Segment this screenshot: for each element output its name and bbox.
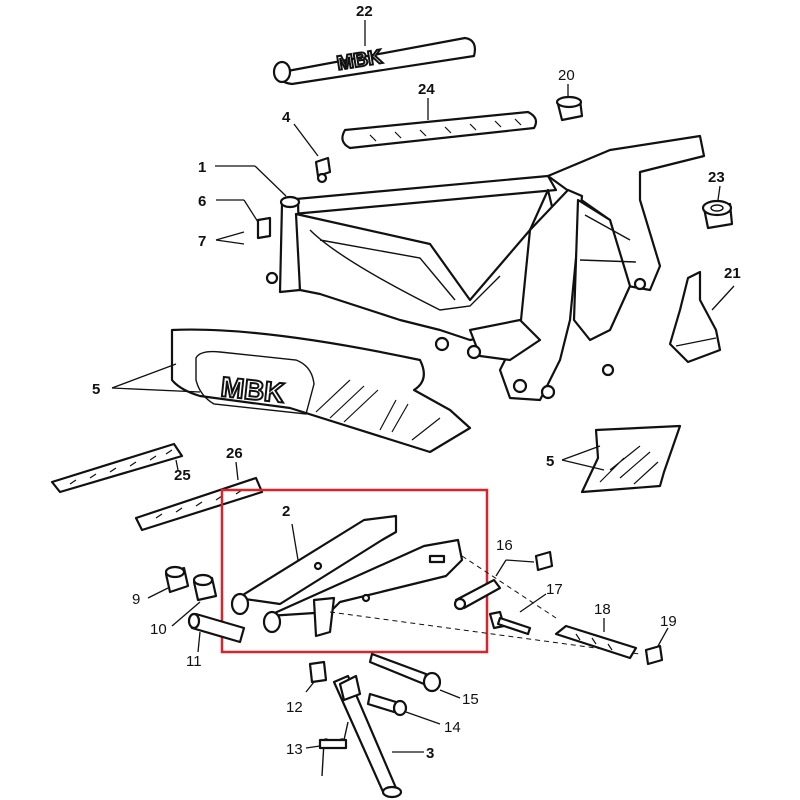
callout-12: 12: [286, 699, 303, 716]
part-15-long-bolt[interactable]: [368, 652, 442, 693]
part-21-side-plate[interactable]: [668, 270, 722, 364]
part-22-tube-cover[interactable]: MBK: [272, 36, 477, 86]
part-4-bolt[interactable]: [314, 156, 332, 184]
part-9-bushing[interactable]: [164, 565, 190, 594]
part-3-side-stand[interactable]: [332, 674, 403, 799]
callout-5-left: 5: [92, 381, 100, 398]
callout-14: 14: [444, 719, 461, 736]
part-20-cap[interactable]: [555, 95, 584, 122]
part-26-strap[interactable]: [134, 476, 264, 532]
callout-4: 4: [282, 109, 291, 126]
callout-15: 15: [462, 691, 479, 708]
part-23-bushing[interactable]: [701, 199, 734, 230]
part-6-bracket[interactable]: [256, 216, 272, 240]
callout-2: 2: [282, 503, 290, 520]
part-17-bolt[interactable]: [488, 610, 532, 636]
brand-text-cover: MBK: [219, 371, 286, 408]
callout-3: 3: [426, 745, 434, 762]
callout-13: 13: [286, 741, 303, 758]
highlight-box: [220, 488, 489, 654]
callout-6: 6: [198, 193, 206, 210]
part-10-bushing[interactable]: [192, 573, 218, 602]
callout-16: 16: [496, 537, 513, 554]
callout-10: 10: [150, 621, 167, 638]
part-24-padding-tube[interactable]: [341, 110, 538, 150]
callout-25: 25: [174, 467, 191, 484]
part-18-chain-guide[interactable]: [554, 624, 638, 660]
part-2-swingarm[interactable]: [230, 514, 464, 638]
callout-21: 21: [724, 265, 741, 282]
callout-23: 23: [708, 169, 725, 186]
callout-9: 9: [132, 591, 140, 608]
part-25-strap[interactable]: [50, 442, 184, 494]
part-14-short-bolt[interactable]: [366, 692, 408, 717]
part-13-spring[interactable]: [318, 721, 349, 777]
callout-11: 11: [186, 653, 202, 670]
callout-1: 1: [198, 159, 206, 176]
part-12-nut[interactable]: [308, 660, 328, 684]
callout-20: 20: [558, 67, 575, 84]
part-1-main-frame[interactable]: [265, 134, 706, 402]
callout-18: 18: [594, 601, 611, 618]
part-5-side-cover-left[interactable]: MBK: [170, 328, 472, 454]
callout-7: 7: [198, 233, 206, 250]
callout-19: 19: [660, 613, 677, 630]
callout-17: 17: [546, 581, 563, 598]
callout-5-right: 5: [546, 453, 554, 470]
part-19-nut[interactable]: [644, 644, 664, 666]
part-5-side-cover-right[interactable]: [580, 424, 682, 494]
part-16-nut[interactable]: [453, 550, 554, 611]
part-11-pivot-shaft[interactable]: [187, 612, 246, 644]
callout-22: 22: [356, 3, 373, 20]
callout-24: 24: [418, 81, 435, 98]
callout-26: 26: [226, 445, 243, 462]
